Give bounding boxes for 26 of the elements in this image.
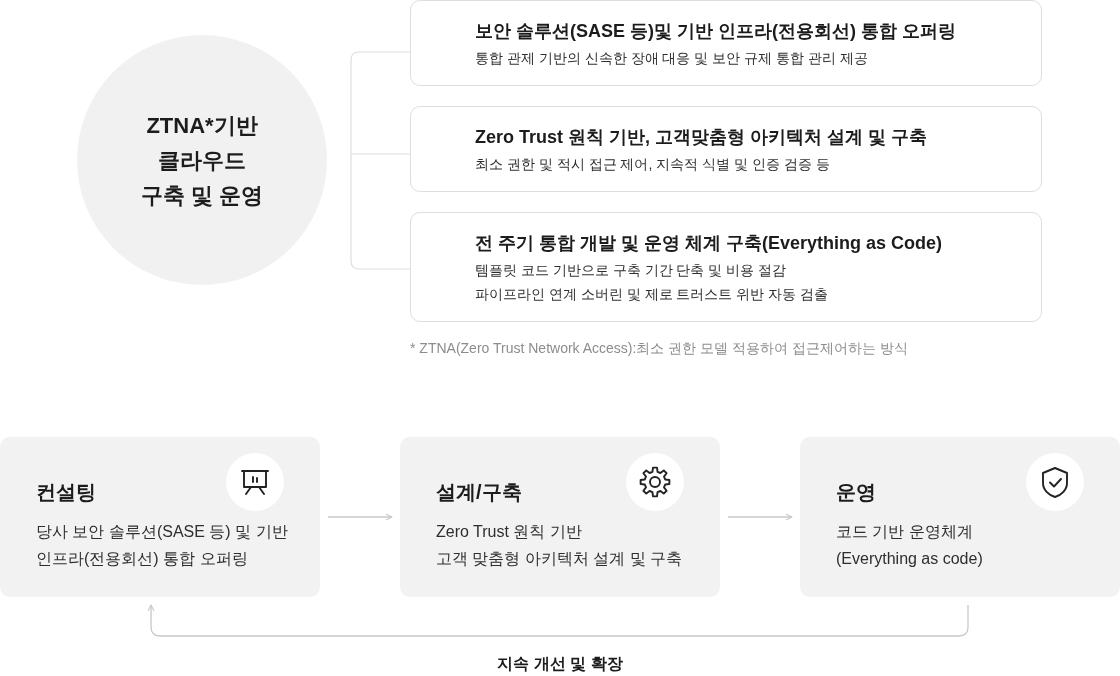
offering-box bbox=[410, 0, 1042, 86]
step-description: Zero Trust 원칙 기반 bbox=[436, 522, 582, 542]
offering-description: 통합 관제 기반의 신속한 장애 대응 및 보안 규제 통합 관리 제공 bbox=[475, 49, 868, 68]
offering-title: 보안 솔루션(SASE 등)및 기반 인프라(전용회선) 통합 오퍼링 bbox=[475, 20, 956, 43]
step-description: 고객 맞춤형 아키텍처 설계 및 구축 bbox=[436, 549, 683, 569]
arrow bbox=[327, 513, 393, 521]
offering-box bbox=[410, 212, 1042, 322]
offering-box bbox=[410, 106, 1042, 192]
step-description: 당사 보안 솔루션(SASE 등) 및 기반 인프라(전용회선) 통합 오퍼링 bbox=[36, 522, 289, 569]
offering-description: 템플릿 코드 기반으로 구축 기간 단축 및 비용 절감 bbox=[475, 261, 787, 280]
offering-title: 전 주기 통합 개발 및 운영 체계 구축(Everything as Code) bbox=[475, 232, 943, 255]
step-title: 설계/구축 bbox=[436, 480, 522, 505]
step-title: 운영 bbox=[836, 480, 876, 505]
step-description: 코드 기반 운영체계 bbox=[836, 522, 973, 542]
step-card bbox=[0, 437, 320, 597]
offering-description: 파이프라인 연계 소버린 및 제로 트러스트 위반 자동 검출 bbox=[475, 285, 829, 304]
step-description: (Everything as code) bbox=[836, 549, 983, 569]
step-card bbox=[800, 437, 1120, 597]
footnote: * ZTNA(Zero Trust Network Access):최소 권한 모델 적용하여 접근제어하는 방식 bbox=[410, 339, 908, 358]
step-title: 컨설팅 bbox=[36, 480, 96, 505]
offering-title: Zero Trust 원칙 기반, 고객맞춤형 아키텍처 설계 및 구축 bbox=[475, 126, 928, 149]
offering-description: 최소 권한 및 적시 접근 제어, 지속적 식별 및 인증 검증 등 bbox=[475, 155, 830, 174]
step-card bbox=[400, 437, 720, 597]
arrow bbox=[147, 604, 969, 637]
arrow bbox=[727, 513, 793, 521]
topic-title: ZTNA*기반 클라우드 구축 및 운영 bbox=[139, 111, 265, 210]
